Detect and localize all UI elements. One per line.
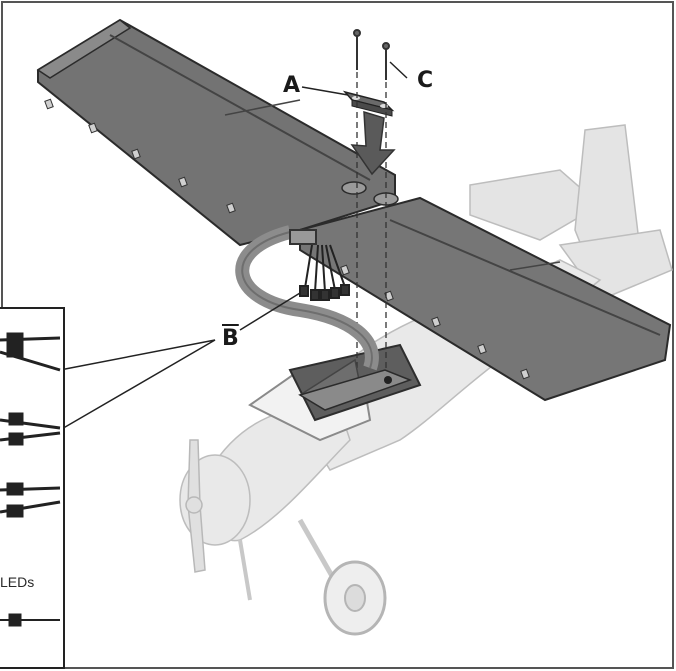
inset-leds-label: LEDs [0,574,35,590]
callout-b: B [222,326,239,351]
callout-c: C [417,68,434,93]
leader-lines [239,61,408,331]
install-arrow [350,110,396,176]
ghost-tail [469,124,673,301]
callout-a: A [283,73,301,98]
wing-bolt-holes [341,181,399,206]
ghost-propeller [185,439,206,573]
ghost-wheel [323,560,387,636]
wing-saddle [298,369,413,411]
left-wing-panel [36,18,396,247]
servo-wire-bundle [289,229,350,301]
connector-inset [0,307,65,669]
alignment-lines [356,72,387,385]
right-wing-panel [299,196,672,402]
wing-bolts [353,29,390,80]
